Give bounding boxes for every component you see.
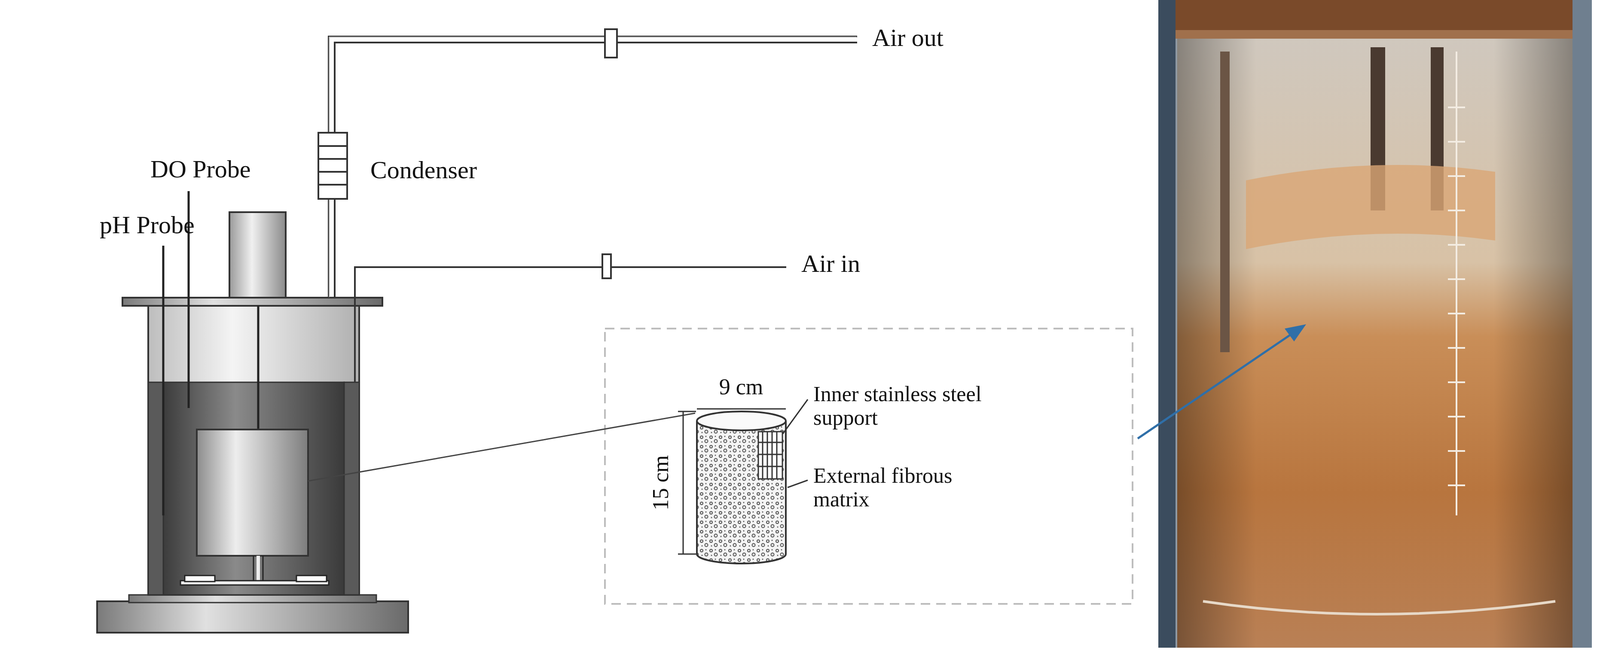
dimension-line — [682, 411, 684, 555]
part-label: DO Probe — [150, 155, 251, 184]
stirrer-blade — [184, 575, 215, 582]
fibrous-matrix — [696, 421, 786, 555]
stand — [253, 555, 255, 583]
pipe-label: Air out — [872, 24, 944, 52]
part-label: External fibrous matrix — [813, 464, 994, 512]
reactor-photo — [1158, 0, 1592, 648]
condenser-coil — [318, 145, 348, 147]
condenser-coil — [318, 170, 348, 173]
part-label: pH Probe — [99, 211, 195, 239]
pipe-label: Air in — [801, 250, 861, 278]
steel-support — [758, 431, 783, 480]
leader-line — [308, 413, 696, 482]
air-out-pipe — [328, 36, 858, 298]
stand — [262, 555, 264, 583]
motor — [229, 212, 286, 298]
dimension-line — [696, 408, 786, 410]
leader-line — [782, 399, 808, 434]
dimension-tick — [677, 411, 697, 413]
liquid — [163, 382, 345, 596]
vessel-wall — [148, 305, 360, 596]
valve — [602, 254, 611, 279]
stirrer-blade — [296, 575, 327, 582]
valve — [604, 29, 617, 58]
vessel-wall-shade — [148, 382, 164, 596]
dimension-tick — [677, 553, 697, 556]
condenser-coil — [318, 183, 348, 186]
part-label: Condenser — [370, 156, 477, 184]
leader-line — [787, 480, 808, 488]
condenser — [318, 132, 348, 199]
air-in-pipe — [354, 267, 787, 383]
vessel-wall-shade — [344, 382, 360, 596]
cylinder-top — [696, 411, 786, 431]
stand — [256, 555, 260, 583]
part-label: Inner stainless steel support — [813, 382, 994, 430]
detail-frame — [604, 328, 1133, 605]
condenser-coil — [318, 158, 348, 160]
shaft — [257, 305, 260, 430]
base-plate-top — [128, 595, 377, 603]
pointer-line — [1137, 332, 1294, 439]
air-out-pipe — [334, 42, 858, 298]
lid — [122, 297, 383, 306]
dimension-label: 9 cm — [719, 374, 764, 400]
ph-probe — [162, 245, 165, 516]
carrier — [196, 429, 309, 556]
base-plate — [97, 601, 409, 633]
dimension-label: 15 cm — [648, 455, 673, 511]
pointer-head — [1284, 324, 1307, 342]
